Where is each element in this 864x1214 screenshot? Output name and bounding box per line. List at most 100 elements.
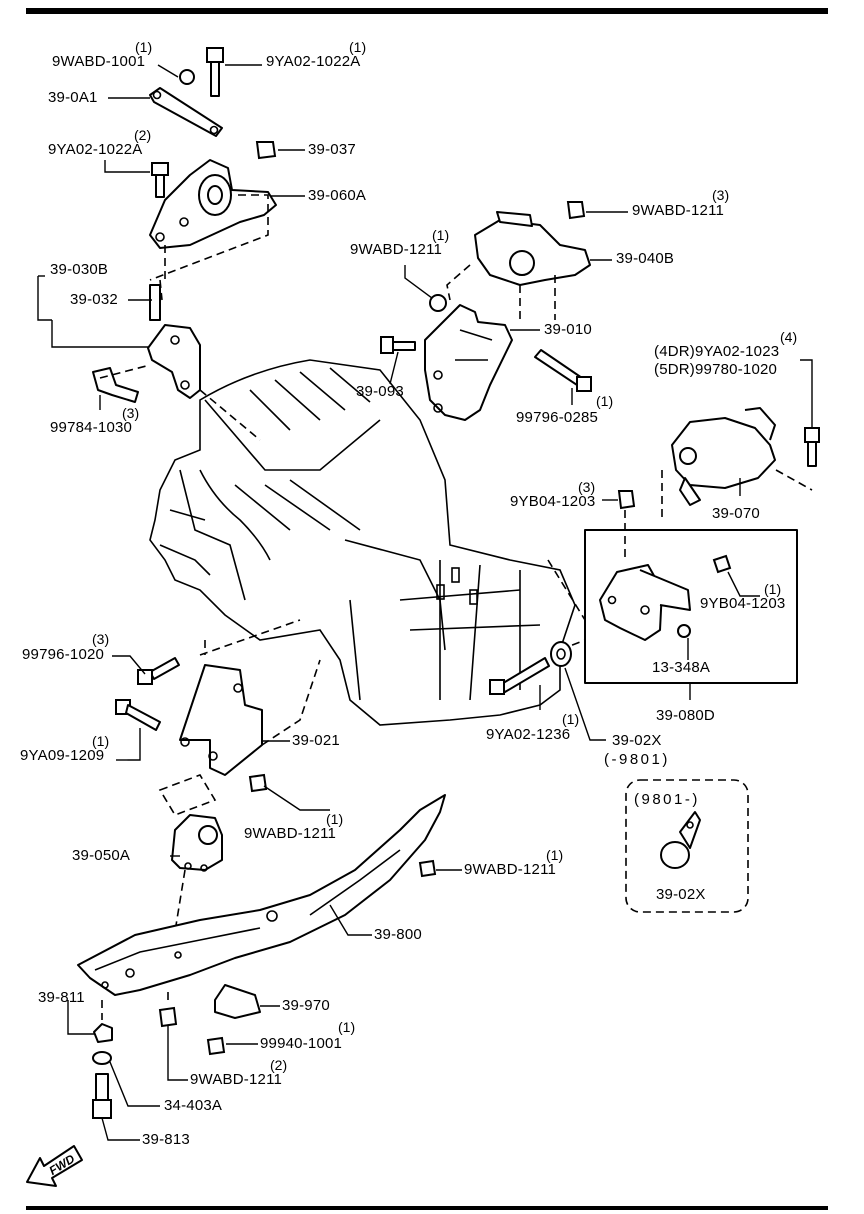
label-9ya02-1022a-left: 9YA02-1022A	[48, 141, 143, 158]
label-39-800: 39-800	[374, 926, 422, 943]
bolt-9ya02-1023	[804, 427, 820, 467]
nut-39-037	[255, 141, 277, 160]
qty-9wabd-1211-b: (1)	[432, 227, 450, 243]
nut-99940-1001	[206, 1036, 226, 1056]
label-39-0a1: 39-0A1	[48, 89, 98, 106]
label-39-060a: 39-060A	[308, 187, 367, 204]
qty-9ya02-1022a-top: (1)	[349, 39, 367, 55]
leader-lines	[37, 64, 813, 1141]
qty-9ya02-1023: (4)	[780, 329, 798, 345]
bracket-39-0a1	[149, 87, 223, 137]
cap-39-811	[93, 1023, 113, 1043]
bottom-rule	[26, 1206, 828, 1210]
label-39-070: 39-070	[712, 505, 760, 522]
qty-9ya02-1022a-left: (2)	[134, 127, 152, 143]
label-39-010: 39-010	[544, 321, 592, 338]
qty-9wabd-1211-a: (3)	[712, 187, 730, 203]
cushion-39-02x-a	[550, 641, 572, 667]
label-9ya02-1022a-top: 9YA02-1022A	[266, 53, 361, 70]
qty-9wabd-1211-d: (1)	[546, 847, 564, 863]
label-39-050a: 39-050A	[72, 847, 131, 864]
bracket-39-030b	[147, 324, 201, 399]
nut-9wabd-1211-c	[248, 773, 268, 793]
note-39-02x-a: (-9801)	[604, 751, 670, 768]
bolt-39-093	[380, 336, 416, 354]
bolt-9ya02-1022a-top	[206, 47, 224, 97]
crossmember-39-800	[77, 794, 446, 996]
washer-34-403a	[92, 1051, 112, 1065]
qty-99784-1030: (3)	[122, 405, 140, 421]
label-39-811: 39-811	[38, 989, 85, 1006]
mount-39-050a	[171, 814, 223, 872]
bracket-39-080d	[599, 564, 691, 641]
bolt-39-813	[92, 1073, 112, 1119]
label-39-080d: 39-080D	[656, 707, 715, 724]
qty-9wabd-1211-c: (1)	[326, 811, 344, 827]
label-9wabd-1211-b: 9WABD-1211	[350, 241, 443, 258]
bolt-9ya09-1209	[115, 699, 161, 731]
label-9ya02-1023: (4DR)9YA02-1023	[654, 343, 780, 360]
label-39-813: 39-813	[142, 1131, 190, 1148]
label-9yb04-1203-a: 9YB04-1203	[510, 493, 596, 510]
qty-9ya02-1236: (1)	[562, 711, 580, 727]
label-39-030b: 39-030B	[50, 261, 109, 278]
note-39-02x-b: (9801-)	[634, 791, 700, 808]
label-13-348a: 13-348A	[652, 659, 711, 676]
label-39-970: 39-970	[282, 997, 330, 1014]
bolt-99796-0285	[534, 349, 592, 392]
qty-9wabd-1211-e: (2)	[270, 1057, 288, 1073]
fwd-arrow-icon: FWD	[26, 1145, 83, 1187]
nut-9yb04-1203-b	[712, 554, 732, 574]
label-9wabd-1211-d: 9WABD-1211	[464, 861, 557, 878]
mount-39-040b	[474, 211, 591, 286]
bracket-39-010	[424, 304, 513, 421]
bracket-39-970	[214, 984, 261, 1019]
label-9ya09-1209: 9YA09-1209	[20, 747, 105, 764]
qty-99796-1020: (3)	[92, 631, 110, 647]
label-99796-0285: 99796-0285	[516, 409, 599, 426]
qty-9ya09-1209: (1)	[92, 733, 110, 749]
label-39-040b: 39-040B	[616, 250, 675, 267]
engine-block	[149, 359, 576, 726]
label-99940-1001: 99940-1001	[260, 1035, 343, 1052]
label-9yb04-1203-b: 9YB04-1203	[700, 595, 786, 612]
cushion-39-02x-b	[660, 811, 701, 869]
label-9wabd-1211-c: 9WABD-1211	[244, 825, 337, 842]
nut-9wabd-1001	[179, 69, 195, 85]
label-9wabd-1211-a: 9WABD-1211	[632, 202, 725, 219]
bolt-9ya02-1236	[489, 657, 550, 695]
label-9ya02-1236: 9YA02-1236	[486, 726, 571, 743]
label-9wabd-1001: 9WABD-1001	[52, 53, 146, 70]
qty-9yb04-1203-b: (1)	[764, 581, 782, 597]
label-39-02x-b: 39-02X	[656, 886, 706, 903]
bolt-9ya02-1022a-left	[151, 162, 169, 198]
label-9wabd-1211-e: 9WABD-1211	[190, 1071, 283, 1088]
box-39-02x-b	[625, 779, 749, 913]
label-34-403a: 34-403A	[164, 1097, 223, 1114]
bracket-39-021	[179, 664, 263, 776]
bolt-99796-1020	[137, 657, 180, 685]
qty-9wabd-1001: (1)	[135, 39, 153, 55]
label-99784-1030: 99784-1030	[50, 419, 133, 436]
bolt-13-348a	[677, 624, 691, 638]
nut-9wabd-1211-e	[158, 1006, 178, 1028]
nut-9wabd-1211-a	[566, 201, 586, 220]
mount-39-070	[671, 407, 776, 506]
stud-39-032	[149, 284, 161, 321]
label-39-032: 39-032	[70, 291, 118, 308]
label-39-037: 39-037	[308, 141, 356, 158]
nut-9yb04-1203-a	[617, 490, 636, 510]
nut-9wabd-1211-b	[429, 294, 447, 312]
label-99780-1020: (5DR)99780-1020	[654, 361, 778, 378]
mount-39-060a	[149, 159, 277, 249]
qty-99940-1001: (1)	[338, 1019, 356, 1035]
qty-99796-0285: (1)	[596, 393, 614, 409]
label-39-021: 39-021	[292, 732, 340, 749]
top-rule	[26, 8, 828, 14]
nut-9wabd-1211-d	[418, 859, 437, 878]
qty-9yb04-1203-a: (3)	[578, 479, 596, 495]
label-39-093: 39-093	[356, 383, 404, 400]
label-39-02x-a: 39-02X	[612, 732, 662, 749]
label-99796-1020: 99796-1020	[22, 646, 105, 663]
